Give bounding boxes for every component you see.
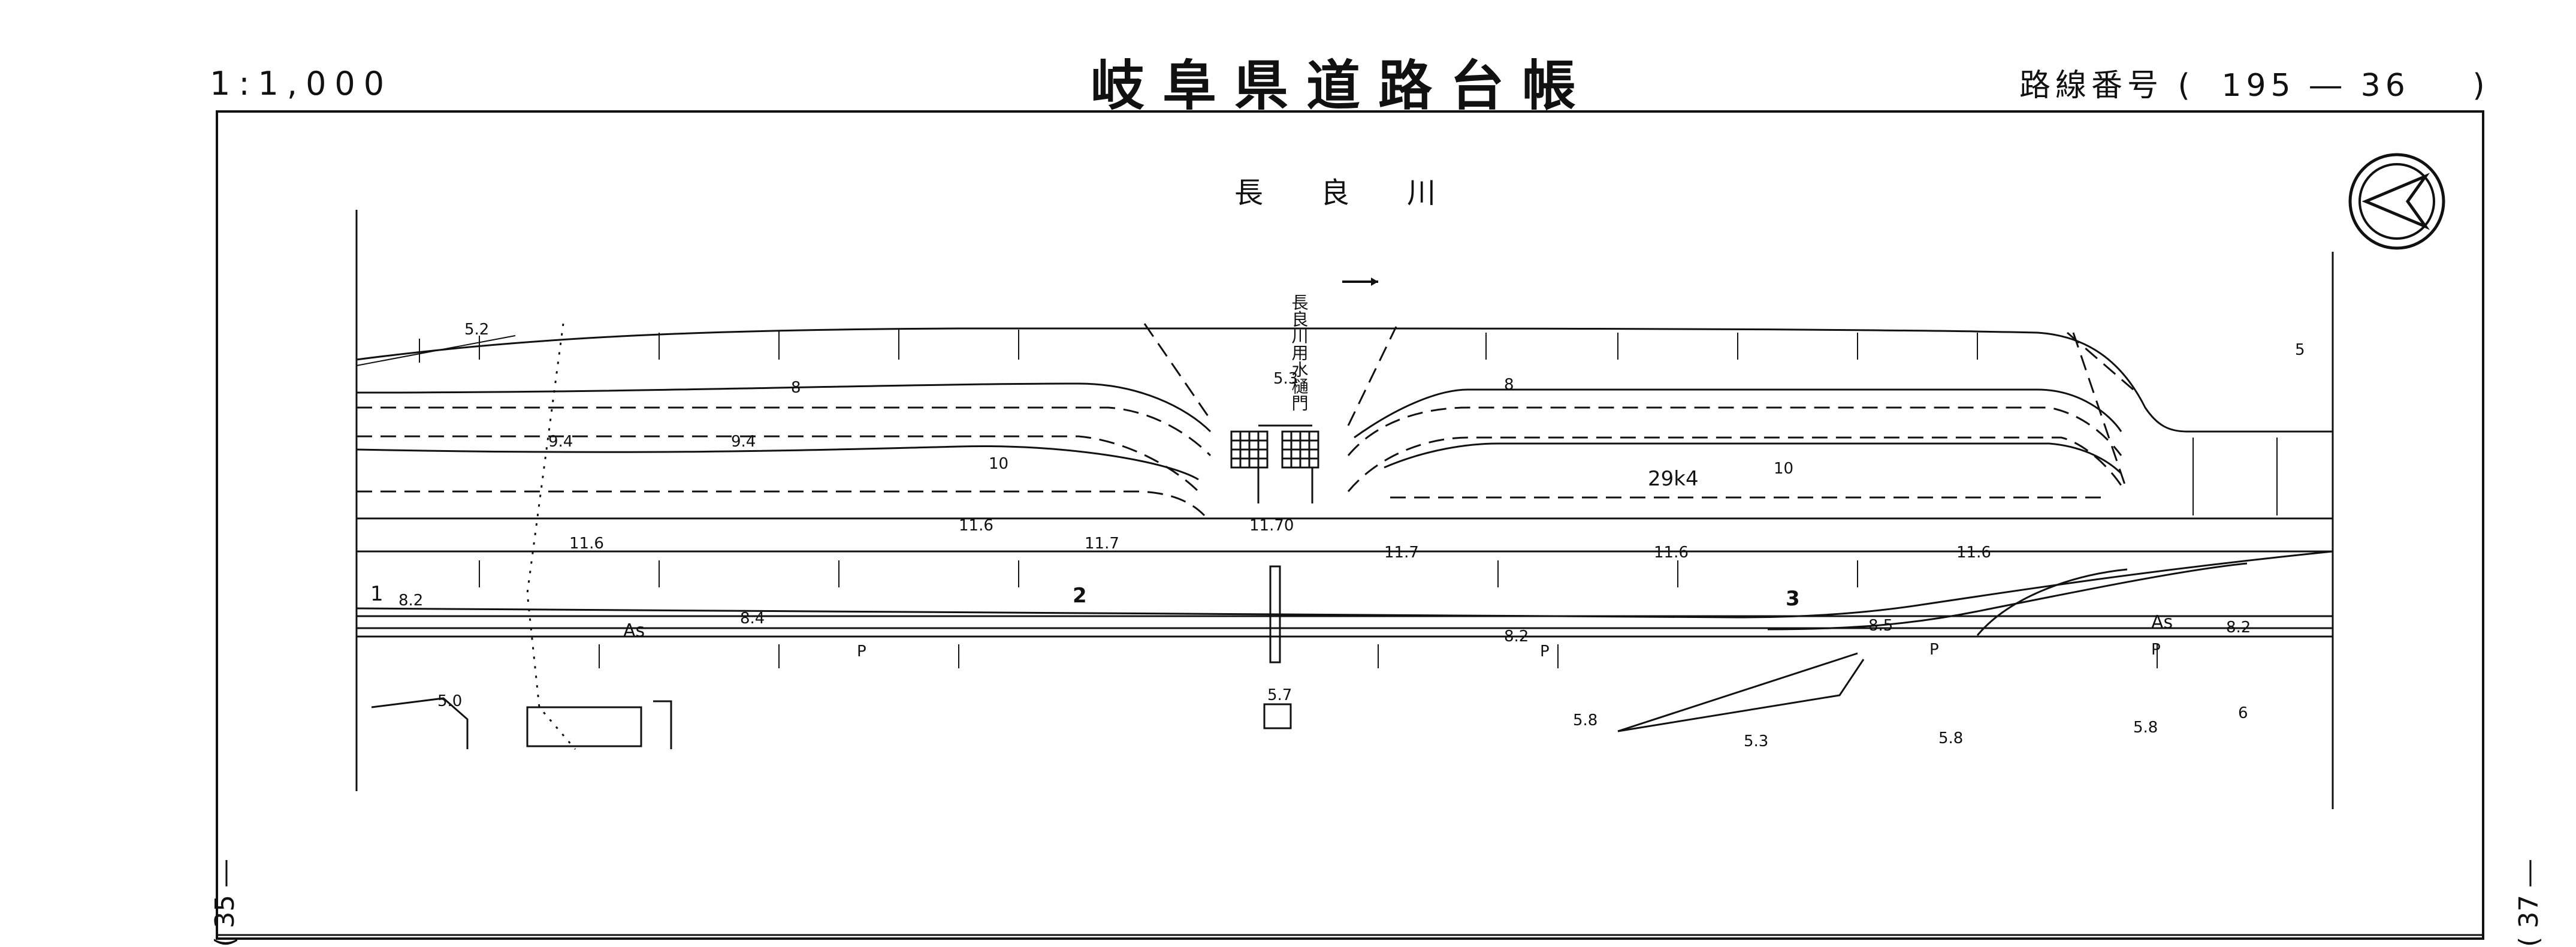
route-close-paren: ) — [2472, 68, 2490, 104]
map-scale: 1:1,000 — [210, 65, 393, 102]
sluice-gate-structure — [1230, 424, 1319, 663]
river-name: 長良川 — [1234, 176, 1494, 210]
route-label: 路線番号 — [2019, 68, 2164, 104]
contour-label: 10 — [989, 455, 1008, 473]
elev-label: 5.8 — [1938, 729, 1963, 747]
north-arrow-icon — [2348, 153, 2445, 250]
contour-label: 8 — [1504, 376, 1514, 394]
contour-label: 10 — [1774, 460, 1793, 478]
elev-label: 11.6 — [1956, 544, 1991, 562]
sluice-gate-label: 長良川用水樋門 — [1289, 294, 1309, 411]
flow-direction-arrow — [1342, 278, 1378, 286]
elev-label: 8.4 — [740, 610, 765, 628]
sidewalk-mark: P — [1929, 641, 1939, 659]
elev-label: 9.4 — [731, 433, 756, 451]
section-number: 2 — [1073, 584, 1087, 608]
road-surface-label: As — [2151, 612, 2173, 633]
pipe-line — [526, 323, 576, 750]
elev-label: 5.0 — [437, 692, 462, 710]
elev-label: 9.4 — [548, 433, 573, 451]
road-surface-label: As — [623, 620, 645, 641]
elev-label: 11.70 — [1249, 517, 1294, 535]
elev-label: 5.7 — [1267, 686, 1292, 704]
elev-label: 5.8 — [2133, 719, 2158, 737]
elev-label: 5.2 — [464, 321, 489, 339]
route-open-paren: ( — [2178, 68, 2195, 104]
contour-label: 8 — [791, 379, 801, 397]
elev-label: 11.7 — [1384, 544, 1419, 562]
slope-tick-marks — [419, 330, 2278, 668]
levee-slope-lines — [357, 323, 2134, 517]
sidewalk-mark: P — [1540, 643, 1550, 661]
route-number: 195 ― 36 — [2221, 68, 2410, 104]
section-number: 1 — [370, 582, 383, 606]
levee-hatch-edge — [356, 335, 516, 366]
elev-label: 11.6 — [569, 535, 604, 553]
levee-top-edge — [356, 327, 2333, 433]
elev-label: 8.2 — [1504, 628, 1529, 646]
buildings-outline — [371, 697, 1292, 749]
elev-label: 5.3 — [1273, 370, 1298, 388]
sidewalk-mark: P — [857, 643, 866, 661]
elev-label: 8.2 — [2226, 619, 2251, 637]
elev-label: 11.6 — [959, 517, 993, 535]
contour-label: 5 — [2295, 341, 2305, 359]
elev-label: 11.7 — [1085, 535, 1119, 553]
page-title: 岐阜県道路台帳 — [1091, 54, 1594, 117]
km-marker: 29k4 — [1648, 467, 1699, 491]
route-number-label: 路線番号 ( 195 ― 36 ) — [2019, 60, 2490, 105]
elev-label: 8.2 — [398, 592, 423, 610]
road-lines — [356, 382, 2333, 732]
elev-label: 8.5 — [1868, 617, 1893, 635]
section-number: 3 — [1786, 587, 1800, 611]
map-frame — [216, 110, 2484, 940]
contour-label: 6 — [2238, 704, 2248, 722]
elev-label: 5.3 — [1744, 732, 1768, 750]
elev-label: 11.6 — [1654, 544, 1689, 562]
sidewalk-mark: P — [2151, 641, 2161, 659]
elev-label: 5.8 — [1573, 711, 1597, 729]
